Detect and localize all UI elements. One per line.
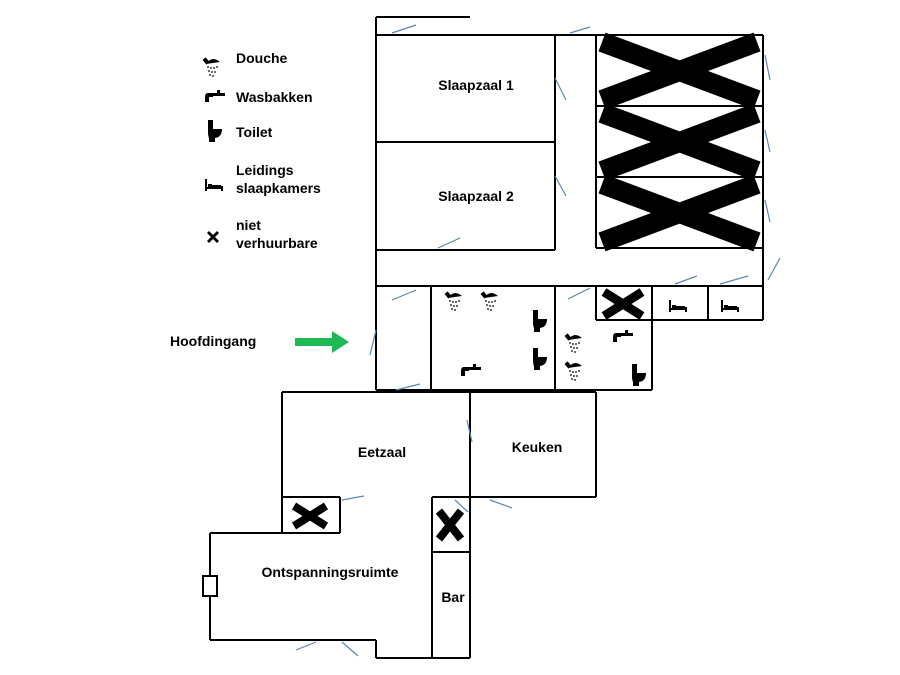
toilet-icon <box>208 120 222 142</box>
openings <box>295 24 781 657</box>
legend: Douche Wasbakken Toilet Leidings slaapka… <box>202 50 321 251</box>
bed-icon <box>205 179 223 191</box>
room-eetzaal: Eetzaal <box>358 444 406 460</box>
cross-icon <box>598 103 761 181</box>
room-slaapzaal-1: Slaapzaal 1 <box>438 77 514 93</box>
cross-icon <box>598 174 761 252</box>
sink-icon <box>613 330 633 342</box>
shower-icon <box>202 57 220 77</box>
non-rentable-crosses <box>291 32 761 542</box>
room-ontspanningsruimte: Ontspanningsruimte <box>262 564 399 580</box>
entrance-arrow-icon <box>295 331 349 353</box>
side-door <box>202 575 218 597</box>
sink-icon <box>461 364 481 376</box>
cross-icon <box>207 231 219 243</box>
walls <box>202 16 764 659</box>
cross-icon <box>601 288 645 320</box>
shower-icon <box>564 361 582 381</box>
legend-niet-1: niet <box>236 217 261 233</box>
legend-wasbakken: Wasbakken <box>236 89 313 105</box>
fixtures <box>444 291 739 386</box>
room-labels: Slaapzaal 1 Slaapzaal 2 Eetzaal Keuken O… <box>262 77 563 605</box>
toilet-icon <box>533 310 547 332</box>
legend-toilet: Toilet <box>236 124 273 140</box>
cross-icon <box>435 508 465 542</box>
shower-icon <box>480 291 498 311</box>
room-slaapzaal-2: Slaapzaal 2 <box>438 188 514 204</box>
bed-icon <box>721 300 739 312</box>
shower-icon <box>564 333 582 353</box>
toilet-icon <box>632 364 646 386</box>
shower-icon <box>444 291 462 311</box>
toilet-icon <box>533 348 547 370</box>
room-keuken: Keuken <box>512 439 563 455</box>
main-entrance: Hoofdingang <box>170 331 349 353</box>
room-bar: Bar <box>441 589 465 605</box>
legend-leidings-2: slaapkamers <box>236 180 321 196</box>
cross-icon <box>598 32 761 110</box>
sink-icon <box>205 90 225 102</box>
cross-icon <box>291 502 329 530</box>
legend-niet-2: verhuurbare <box>236 235 318 251</box>
legend-leidings-1: Leidings <box>236 162 294 178</box>
legend-douche: Douche <box>236 50 288 66</box>
bed-icon <box>669 300 687 312</box>
entrance-label: Hoofdingang <box>170 333 256 349</box>
